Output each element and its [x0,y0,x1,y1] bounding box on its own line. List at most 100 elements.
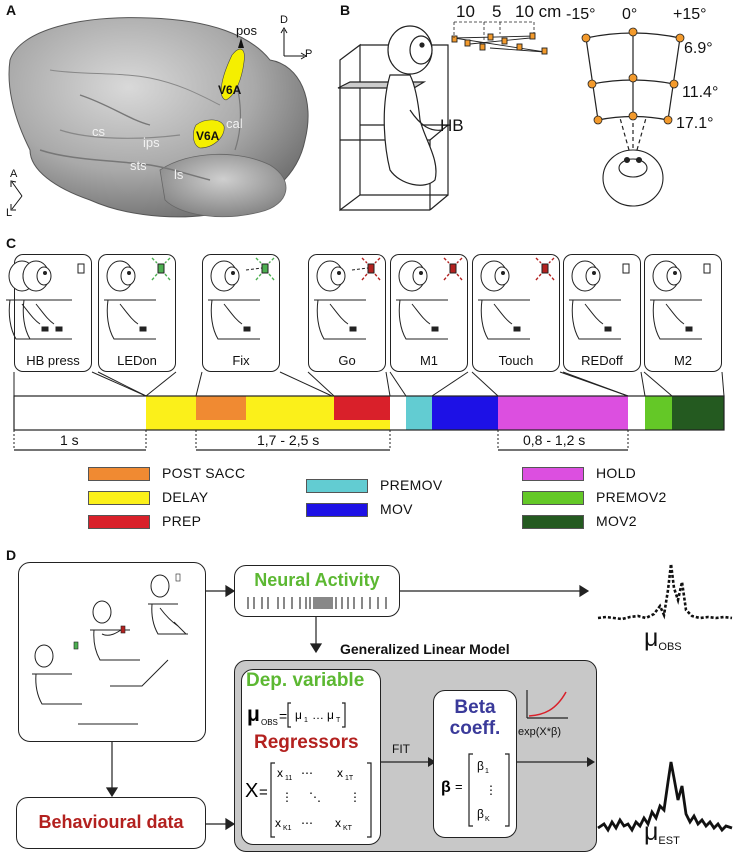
axis-d-label: D [280,14,288,26]
elevation-6-9: 6.9° [684,40,713,57]
legend-label: HOLD [596,465,637,481]
area-v6a-dorsal: V6A [218,83,242,97]
svg-text:X: X [245,780,258,802]
led-rays-green [151,257,275,281]
sulcus-pos: pos [236,23,257,38]
legend-swatch [522,515,584,529]
target-dots [581,27,685,125]
svg-text:K1: K1 [283,825,292,832]
angle-zero: 0° [622,6,638,23]
svg-text:KT: KT [343,825,353,832]
legend-label: PREMOV2 [596,489,667,505]
mu-est-label: μEST [644,818,680,847]
svg-text:μ: μ [295,708,302,722]
duration-hold: 0,8 - 1,2 s [523,432,586,448]
svg-text:=: = [279,708,287,724]
svg-text:x: x [335,816,341,830]
epoch-mov [432,396,498,430]
svg-text:…: … [312,708,324,722]
svg-text:⋯: ⋯ [301,766,313,780]
svg-text:1: 1 [485,768,489,775]
brain-illustration [8,17,309,218]
legend-label: POST SACC [162,465,246,481]
legend-label: MOV2 [596,513,637,529]
epoch-post-sacc [196,396,246,420]
svg-text:1: 1 [304,717,308,724]
dep-variable-title: Dep. variable [246,670,365,691]
behavioural-data-title: Behavioural data [38,812,184,832]
distance-5: 5 [492,2,502,21]
axis-dp-icon [280,27,307,60]
epoch-hold [498,396,628,430]
svg-text:⋯: ⋯ [301,816,313,830]
legend-label: PREP [162,513,202,529]
legend-swatch [88,467,150,481]
panel-c-label: C [6,235,17,251]
epoch-bars [146,396,724,430]
mu-est-subscript: EST [658,835,680,847]
exp-label: exp(X*β) [518,726,562,738]
targets-side-view [451,32,548,55]
pos-marker [238,38,244,48]
panel-b-label: B [340,2,351,18]
svg-text:β: β [477,759,484,773]
epoch-prep [334,396,390,420]
observed-trace [597,563,733,621]
axis-a-label: A [10,168,18,180]
epoch-premov [406,396,432,430]
legend-label: DELAY [162,489,209,505]
flow-arrows [105,584,590,831]
svg-text:⋮: ⋮ [349,790,361,804]
axis-al-icon [10,180,23,211]
setup-illustration [337,21,685,212]
svg-text:=: = [259,784,268,801]
angle-plus-15: +15° [673,6,707,23]
sulcus-cal: cal [226,116,243,131]
legend-swatch [88,515,150,529]
fit-arrow [380,757,436,767]
exp-curve-icon [526,690,568,719]
svg-text:K: K [485,816,490,823]
legend-swatch [88,491,150,505]
epoch-premov2 [645,396,672,430]
beta-title-line2: coeff. [449,718,501,739]
event-label: REDoff [581,353,623,368]
neural-activity-title: Neural Activity [254,570,380,590]
svg-text:μ: μ [247,703,260,726]
monkey-head-top [602,149,664,207]
area-v6a-ventral: V6A [196,129,220,143]
legend-swatch [522,467,584,481]
v6a-ventral [193,119,225,149]
svg-text:⋱: ⋱ [309,790,321,804]
legend-swatch [522,491,584,505]
event-label: HB press [26,353,80,368]
svg-text:β: β [441,779,451,796]
panel-a-label: A [6,2,17,18]
angle-layout [585,32,681,151]
duration-fix-delay: 1,7 - 2,5 s [257,432,320,448]
event-label: Fix [232,353,250,368]
dep-variable-box: Dep. variable Regressors [241,669,381,845]
mu-obs-label: μOBS [644,624,682,653]
v6a-dorsal [220,48,245,101]
event-label: M2 [673,353,693,368]
duration-1s: 1 s [60,432,79,448]
axis-p-label: P [305,48,313,60]
svg-text:T: T [336,717,341,724]
behaviour-illustration [32,573,188,725]
gaze-lines [245,267,369,271]
axis-l-label: L [6,207,13,219]
elevation-11-4: 11.4° [682,84,719,101]
regressors-title: Regressors [254,732,359,753]
spike-raster [247,597,387,609]
sulcus-sts: sts [130,158,147,173]
hb-label: HB [440,116,464,135]
behavioural-data-box: Behavioural data [16,797,206,849]
glm-title: Generalized Linear Model [340,641,510,657]
svg-text:x: x [337,766,343,780]
legend-label: PREMOV [380,477,443,493]
mu-est-symbol: μ [644,818,659,846]
distance-10-left: 10 [456,2,475,21]
legend-swatch [306,503,368,517]
